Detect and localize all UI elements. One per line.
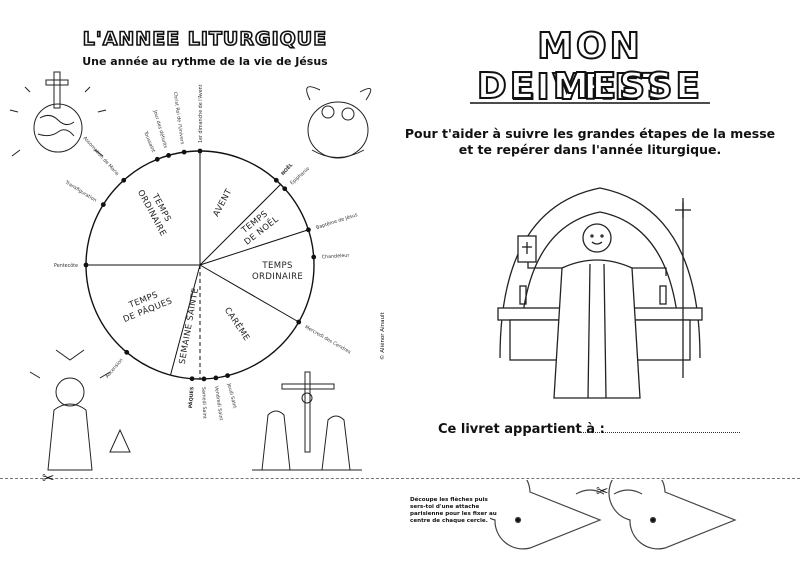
cut-line <box>0 478 800 479</box>
event-dot <box>100 202 106 207</box>
wheel-divider <box>199 264 299 323</box>
season-label-careme: CARÊME <box>222 305 253 343</box>
cutout-instructions: Découpe les flèches puis sers-toi d'une … <box>410 497 497 524</box>
season-label-semaine_sainte: SEMAINE SAINTE <box>178 287 201 365</box>
event-label: Pentecôte <box>54 262 78 269</box>
event-dot <box>273 177 279 183</box>
event-dot <box>189 376 195 382</box>
intro-text-line2: et te repérer dans l'année liturgique. <box>458 142 722 157</box>
event-label: NOËL <box>279 162 294 177</box>
event-label: Samedi Saint <box>200 387 207 419</box>
event-dot <box>201 376 207 382</box>
cutout-arrows <box>490 480 737 550</box>
cutout-arrow-left <box>490 480 602 550</box>
event-dot <box>154 156 160 162</box>
wheel-divider <box>199 229 309 266</box>
event-dot <box>197 148 203 154</box>
booklet-title-line2: DE MESSE <box>476 65 704 108</box>
event-label: PÂQUES <box>187 386 196 408</box>
crucifixion-illustration <box>252 371 362 471</box>
priest-illustration <box>497 187 703 399</box>
owner-label: Ce livret appartient à : <box>438 422 605 437</box>
event-dot <box>166 153 171 158</box>
event-label: Assomption de Marie <box>82 135 120 177</box>
event-label: Jour des défunts <box>151 108 169 149</box>
owner-name-field[interactable] <box>580 432 740 433</box>
wheel-divider <box>199 184 281 266</box>
season-label-avent: AVENT <box>211 187 234 219</box>
globe-cross-illustration <box>9 71 107 157</box>
event-label: Mercredi des Cendres <box>304 324 352 355</box>
event-label: Chandeleur <box>322 253 350 261</box>
event-label: Jeudi Saint <box>225 382 237 409</box>
event-dot <box>83 262 89 268</box>
event-label: Christ Roi de l'Univers <box>172 92 185 146</box>
scissors-icon: ✂ <box>596 482 609 500</box>
left-page-subtitle: Une année au rythme de la vie de Jésus <box>82 55 328 68</box>
booklet-title-line1: MON LIVRET <box>509 25 670 109</box>
event-label: 1er dimanche de l'Avent <box>198 84 204 143</box>
event-dot <box>213 375 219 381</box>
event-dot <box>121 177 127 183</box>
title-underline <box>470 102 710 104</box>
event-dot <box>181 149 187 155</box>
event-dot <box>124 349 130 355</box>
event-label: Transfiguration <box>63 179 97 204</box>
season-label-paques: TEMPSDE PÂQUES <box>118 286 174 325</box>
season-label-ordinaire1: TEMPSORDINAIRE <box>135 183 178 238</box>
event-dot <box>225 373 230 379</box>
event-label: Baptême de Jésus <box>315 211 359 231</box>
left-page-title: L'ANNEE LITURGIQUE <box>82 27 328 51</box>
event-dot <box>282 186 288 192</box>
cutout-arrow-right <box>608 480 737 550</box>
event-label: Toussaint <box>142 130 156 154</box>
event-dot <box>311 254 317 260</box>
nativity-illustration <box>306 86 372 159</box>
event-label: Vendredi Saint <box>213 386 224 422</box>
wheel-divider <box>170 264 201 376</box>
illustrator-credit: © Aliénor Ainault <box>380 312 386 360</box>
event-dot <box>306 227 311 233</box>
risen-christ-illustration <box>29 349 131 471</box>
event-dot <box>296 319 302 325</box>
event-label: Ascension <box>104 357 124 379</box>
scissors-icon: ✂ <box>42 469 55 487</box>
intro-text-line1: Pour t'aider à suivre les grandes étapes… <box>404 126 776 141</box>
